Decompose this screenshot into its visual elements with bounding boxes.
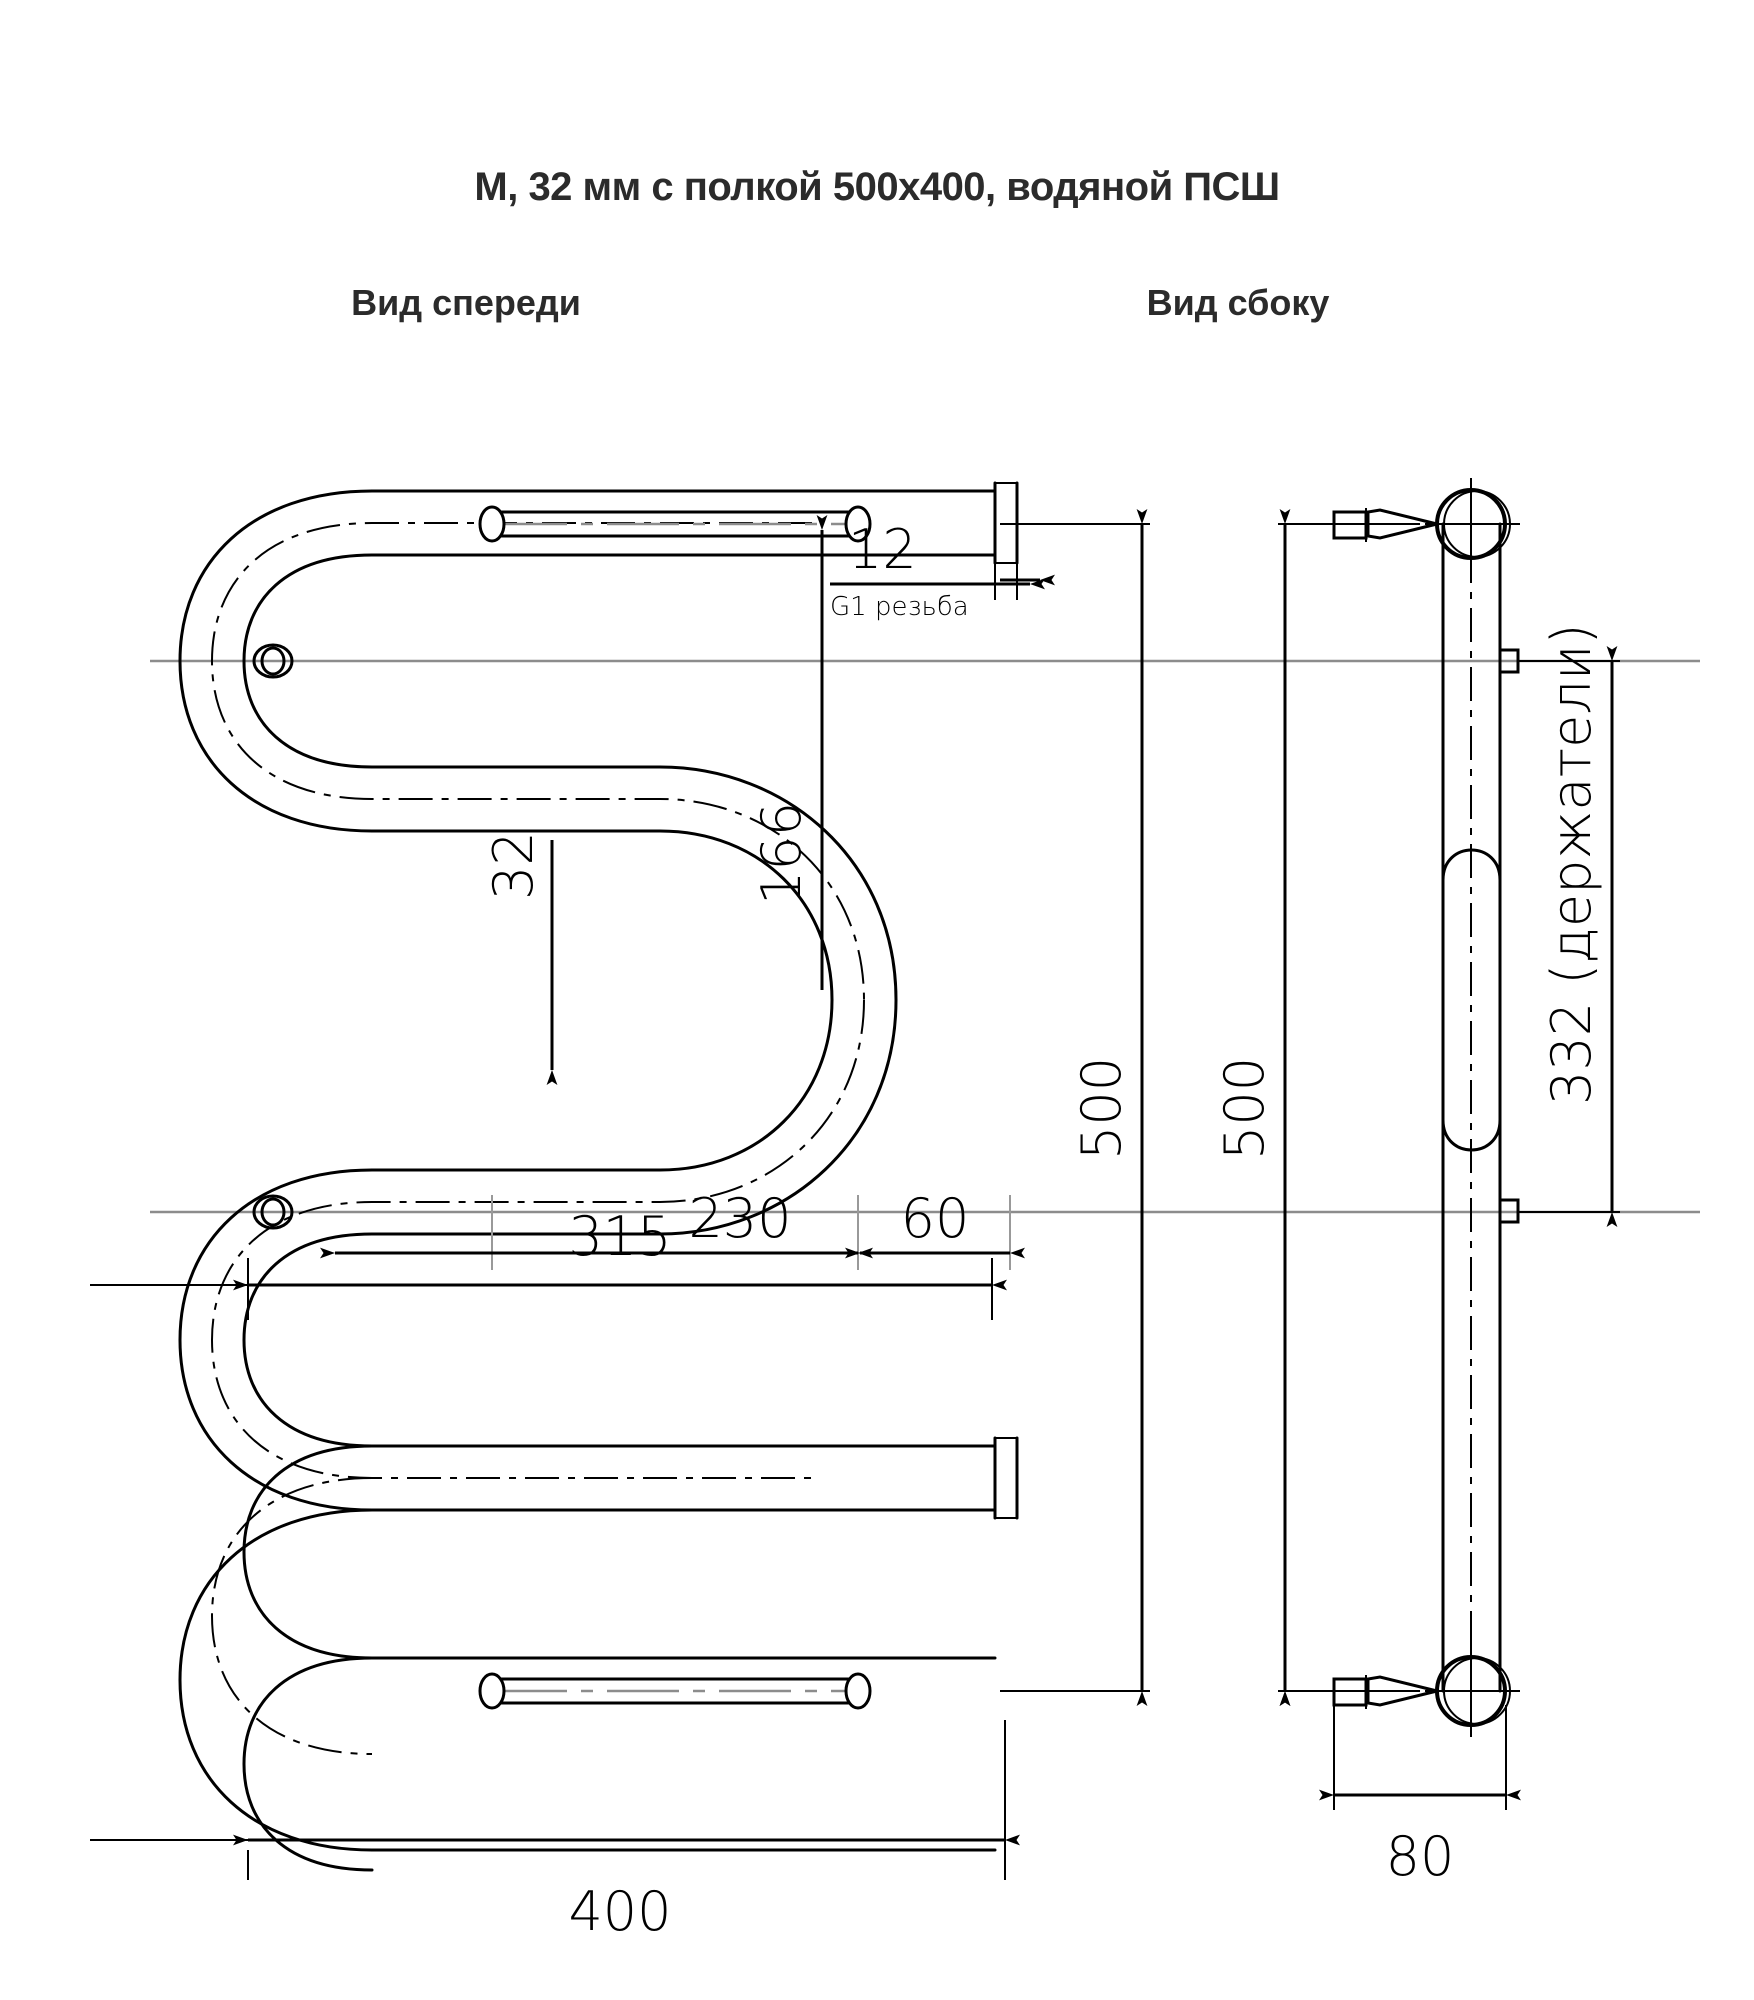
dim-shelf-offset: 166 [750, 802, 813, 905]
dim-mount-offset: 60 [901, 1187, 970, 1250]
bottom-bend-inner [242, 1444, 997, 1660]
dim-pipe-diameter: 32 [482, 831, 545, 900]
dim-height-side: 500 [1213, 1057, 1276, 1160]
dim-thread-type: G1 резьба [830, 592, 969, 622]
upper-mount-eyelet-inner [260, 646, 286, 676]
dim-thread-size: 12 [848, 518, 917, 581]
bottom-loop-outer [242, 1656, 374, 1872]
dim-total-width: 400 [568, 1880, 671, 1943]
middle-run-bottom [242, 998, 898, 1448]
lower-mount-eyelet-inner [260, 1197, 286, 1227]
upper-mount-eyelet-outer [252, 643, 294, 679]
upper-bend-outer [178, 489, 834, 1002]
dim-height-front: 500 [1070, 1057, 1133, 1160]
side-view-geometry [1332, 478, 1520, 1737]
dim-shelf-width: 315 [568, 1205, 671, 1268]
lower-shelf-bar [478, 1672, 872, 1710]
bottom-bend-centerline [210, 1477, 373, 1755]
side-view-label: Вид сбоку [1147, 282, 1330, 323]
upper-bend-centerline [210, 522, 865, 1001]
upper-bend-inner [242, 553, 898, 1002]
dim-bracket-span: 332 (держатели) [1540, 623, 1603, 1105]
front-view-dimensions: 12 G1 резьба 166 32 315 230 60 500 [90, 509, 1150, 1943]
lower-mount-eyelet-outer [252, 1194, 294, 1230]
bottom-bend-outer [178, 1508, 997, 1852]
middle-run-top [178, 998, 834, 1512]
page-title: М, 32 мм с полкой 500х400, водяной ПСШ [474, 165, 1279, 209]
middle-run-centerline [210, 999, 865, 1479]
dim-mount-spacing: 230 [688, 1187, 791, 1250]
lower-thread-collar [994, 1437, 1018, 1519]
side-view-dimensions: 500 332 (держатели) 80 [1213, 509, 1620, 1888]
front-view-geometry [150, 481, 1700, 1872]
dim-depth: 80 [1386, 1825, 1455, 1888]
side-shelf-profile [1441, 848, 1502, 1152]
upper-shelf-bar [478, 505, 872, 543]
front-view-label: Вид спереди [351, 282, 581, 323]
